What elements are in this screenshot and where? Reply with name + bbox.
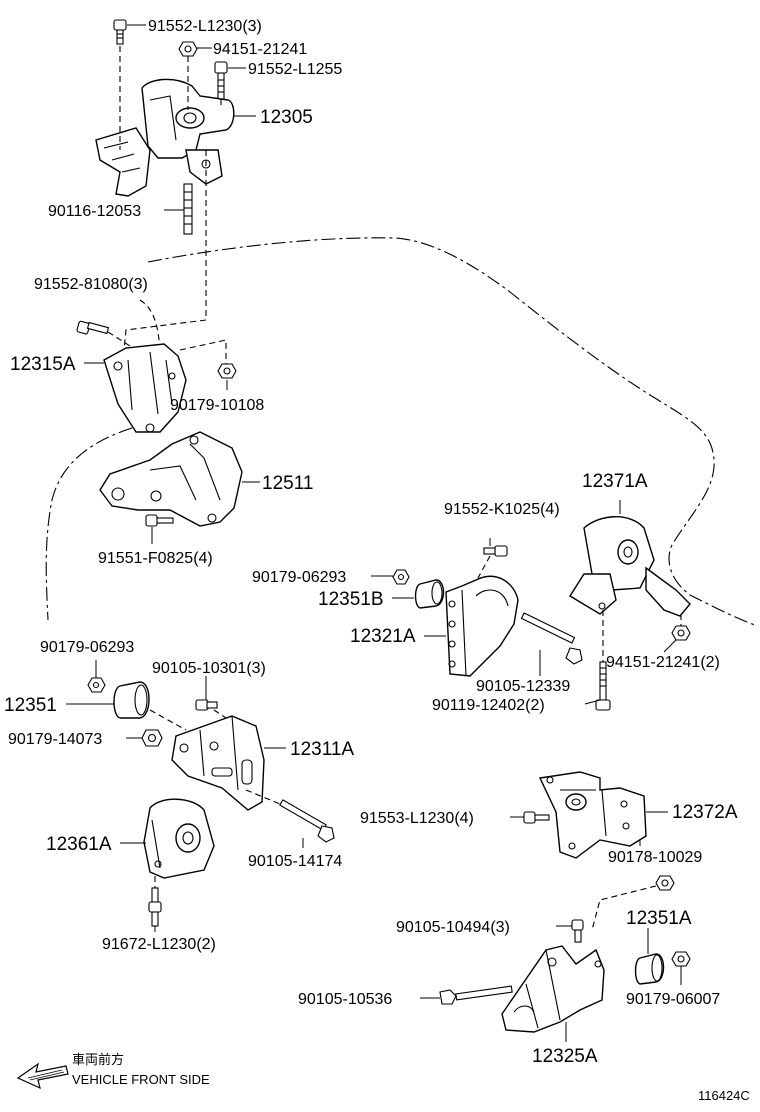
label-90179-06293-left: 90179-06293 <box>40 639 134 656</box>
label-12361A: 12361A <box>46 834 112 855</box>
label-91552-L1255: 91552-L1255 <box>248 61 342 78</box>
assembly-line <box>213 709 233 723</box>
bolt-90119-12402 <box>595 661 611 711</box>
label-12325A: 12325A <box>532 1046 598 1067</box>
bracket-12315A <box>103 343 187 433</box>
bolt-90105-10494 <box>571 919 584 943</box>
bolt-91552-L1230 <box>113 19 127 45</box>
label-91552-L1230-3: 91552-L1230(3) <box>148 18 262 35</box>
assembly-line <box>139 299 161 349</box>
bracket-12511 <box>99 431 243 527</box>
assembly-line <box>107 331 131 347</box>
label-90105-10301-3: 90105-10301(3) <box>152 660 266 677</box>
label-90179-06293-right: 90179-06293 <box>252 569 346 586</box>
arrow-left-icon <box>16 1062 69 1090</box>
bracket-12325A <box>501 945 605 1033</box>
label-12351B: 12351B <box>318 589 384 610</box>
label-94151-21241-2: 94151-21241(2) <box>606 654 720 671</box>
label-90105-12339: 90105-12339 <box>476 678 570 695</box>
label-91553-L1230-4: 91553-L1230(4) <box>360 810 474 827</box>
bolt-91672-L1230 <box>148 887 162 927</box>
label-90179-10108: 90179-10108 <box>170 397 264 414</box>
front-label-english: VEHICLE FRONT SIDE <box>72 1072 210 1087</box>
label-90105-10536: 90105-10536 <box>298 991 392 1008</box>
nut-90179-10108 <box>217 363 237 379</box>
label-12511: 12511 <box>262 473 313 494</box>
label-94151-21241: 94151-21241 <box>213 41 307 58</box>
assembly-line <box>245 789 281 805</box>
bolt-91553-L1230 <box>523 811 550 824</box>
bracket-12311A <box>171 715 265 811</box>
nut-90179-06293-right <box>392 569 410 585</box>
label-91551-F0825-4: 91551-F0825(4) <box>98 550 213 567</box>
label-90105-14174: 90105-14174 <box>248 853 342 870</box>
nut-90179-06293-left <box>87 677 106 693</box>
bolt-91551-F0825 <box>145 514 174 527</box>
label-90178-10029: 90178-10029 <box>608 849 702 866</box>
engine-outline <box>147 237 756 626</box>
bushing-12351 <box>113 681 150 719</box>
assembly-line <box>123 150 207 351</box>
label-91552-81080-3: 91552-81080(3) <box>34 276 148 293</box>
label-90179-14073: 90179-14073 <box>8 731 102 748</box>
mount-12361A <box>143 798 215 879</box>
label-12321A: 12321A <box>350 626 416 647</box>
label-90179-06007: 90179-06007 <box>626 991 720 1008</box>
label-12351A: 12351A <box>626 908 692 929</box>
bolt-91552-L1255 <box>214 61 228 100</box>
bolt-90105-10536 <box>439 985 513 1005</box>
engine-outline-lower <box>45 427 133 621</box>
engine-mount-12305 <box>95 78 235 197</box>
assembly-line <box>179 339 227 364</box>
label-91552-K1025-4: 91552-K1025(4) <box>444 501 560 518</box>
bolt-90105-10301 <box>195 699 218 711</box>
bolt-91552-81080 <box>76 320 110 335</box>
bolt-91552-K1025 <box>483 545 508 557</box>
stud-90116-12053 <box>183 183 193 235</box>
label-91672-L1230-2: 91672-L1230(2) <box>102 936 216 953</box>
bracket-12321A <box>445 575 519 677</box>
label-90105-10494-3: 90105-10494(3) <box>396 919 510 936</box>
assembly-line <box>477 555 491 579</box>
bracket-12372A <box>538 771 647 859</box>
bolt-90105-12339 <box>520 612 583 665</box>
mount-12371A <box>569 516 691 617</box>
bolt-90105-14174 <box>279 799 335 843</box>
bushing-12351A <box>634 953 665 985</box>
nut-90179-14073 <box>141 729 163 747</box>
nut-94151-21241 <box>178 41 198 57</box>
label-12371A: 12371A <box>582 471 648 492</box>
label-90116-12053: 90116-12053 <box>48 203 141 220</box>
assembly-line <box>149 709 187 731</box>
label-12351: 12351 <box>4 695 57 716</box>
label-12305: 12305 <box>260 107 313 128</box>
label-12315A: 12315A <box>10 354 76 375</box>
nut-90179-06007 <box>671 951 691 967</box>
bushing-12351B <box>414 579 445 609</box>
front-label-japanese: 車両前方 <box>72 1052 124 1067</box>
label-12311A: 12311A <box>290 739 354 760</box>
figure-id: 116424C <box>698 1088 750 1103</box>
label-12372A: 12372A <box>672 802 738 823</box>
nut-94151-21241-right <box>671 625 691 641</box>
label-90119-12402-2: 90119-12402(2) <box>432 697 545 714</box>
nut-90178-10029 <box>655 875 675 891</box>
